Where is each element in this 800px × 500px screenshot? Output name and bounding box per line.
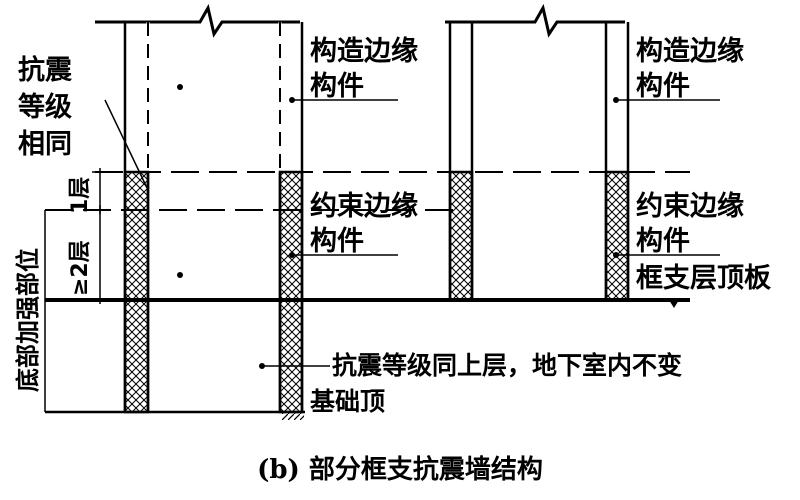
label-constructional-left-1: 构造边缘: [310, 36, 418, 67]
left-wall: [123, 22, 304, 412]
label-same-grade-2: 等级: [18, 91, 72, 123]
dimension-lines: [44, 168, 108, 412]
label-transfer-slab: 框支层顶板: [636, 263, 771, 294]
label-constructional-right-1: 构造边缘: [636, 36, 744, 67]
leader-lines: [104, 99, 720, 367]
label-basement-1: 抗震等级同上层，地下室内不变: [332, 351, 682, 380]
top-break-line-right: [445, 3, 625, 38]
figure-caption: (b) 部分框支抗震墙结构: [257, 454, 543, 485]
label-basement-2: 基础顶: [310, 387, 385, 416]
hatched-boundary-right-inner: [604, 170, 630, 302]
label-constrained-left-2: 构件: [310, 226, 364, 257]
label-constrained-right-2: 构件: [636, 226, 690, 257]
hatched-boundary-left-inner: [278, 170, 304, 414]
label-same-grade-3: 相同: [18, 129, 72, 160]
label-reinforced-zone: 底部加强部位: [14, 248, 42, 392]
label-constructional-right-2: 构件: [636, 71, 690, 102]
transfer-slab-arrow: [669, 300, 679, 308]
hatched-boundary-left-outer: [123, 170, 150, 414]
label-floor-ge2: ≥2层: [68, 240, 93, 296]
label-constrained-left-1: 约束边缘: [310, 191, 418, 222]
ground-hatch: [282, 412, 304, 420]
label-constrained-right-1: 约束边缘: [636, 191, 744, 222]
right-wall: [448, 22, 630, 300]
hatched-boundary-right-outer: [448, 170, 474, 302]
top-break-line-left: [95, 3, 300, 38]
label-floor-1: 1层: [68, 177, 93, 214]
leader-dots: [177, 84, 619, 369]
label-constructional-left-2: 构件: [310, 71, 364, 102]
label-same-grade-1: 抗震: [18, 54, 73, 86]
